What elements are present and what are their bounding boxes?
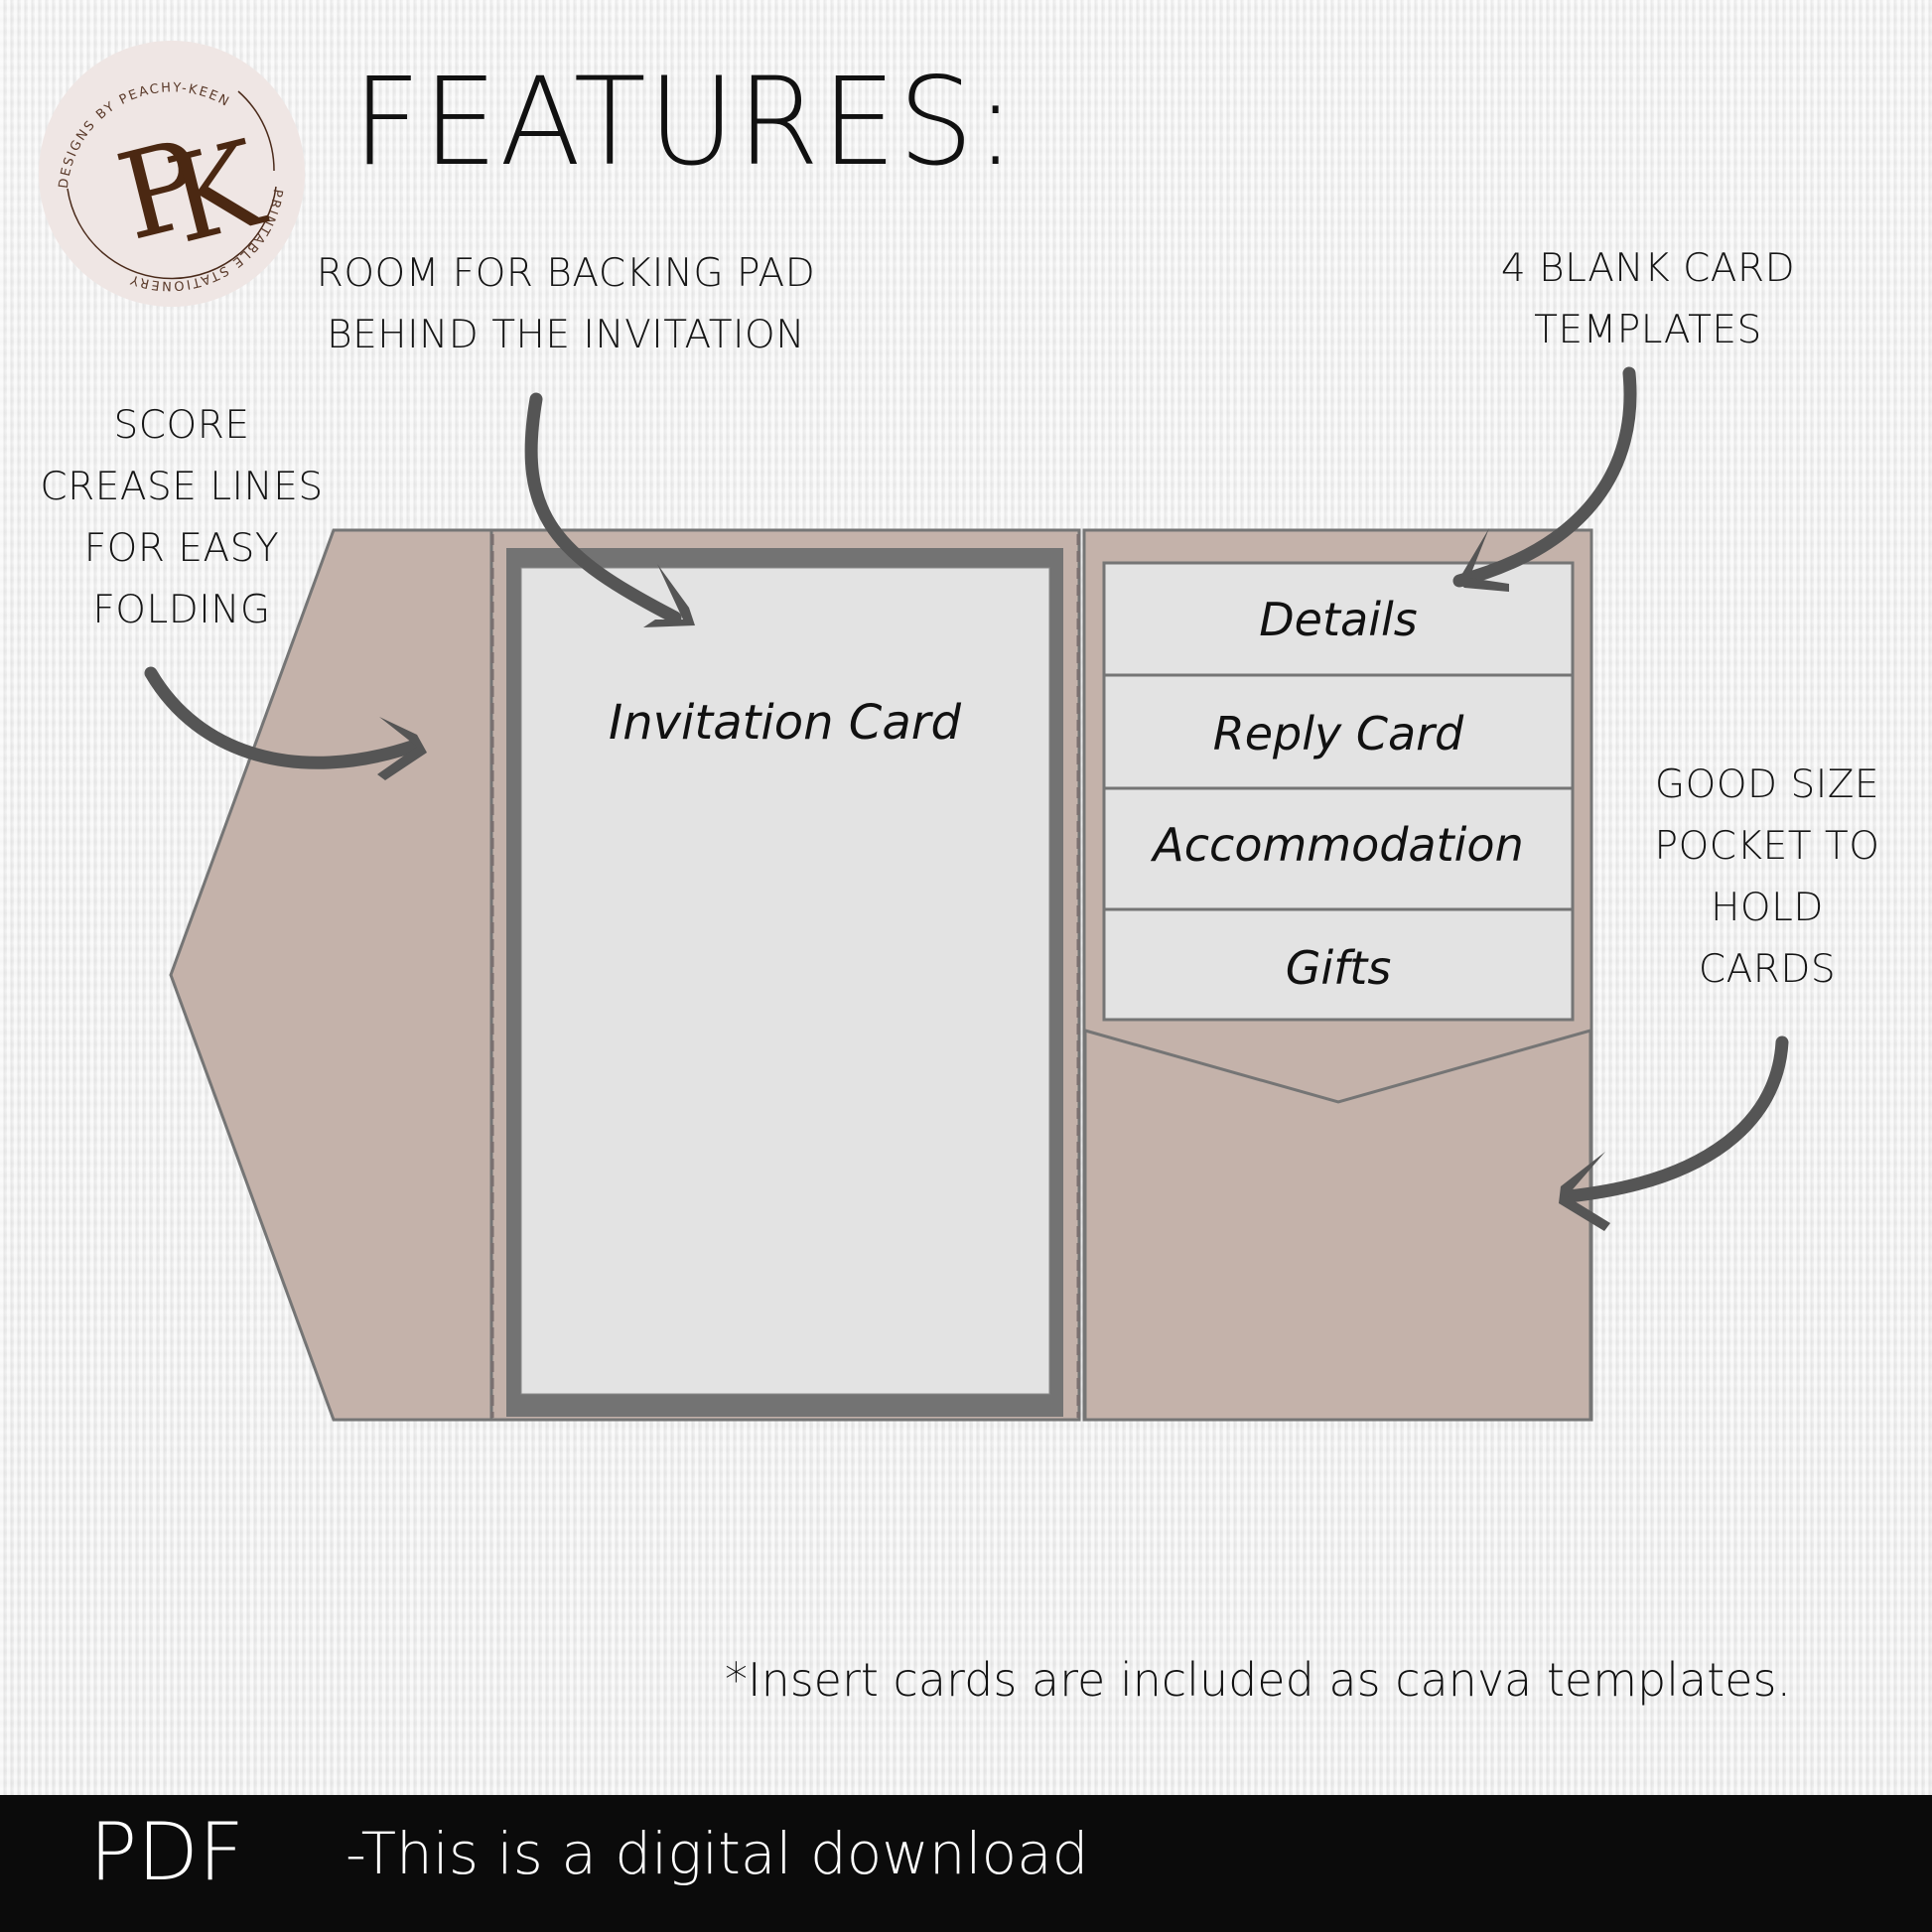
insert-card-label: Details xyxy=(1259,593,1418,646)
annotation-line: 4 BLANK CARD xyxy=(1500,246,1796,291)
annotation-line: CARDS xyxy=(1698,947,1837,992)
annotation-backing-pad: ROOM FOR BACKING PAD BEHIND THE INVITATI… xyxy=(278,243,854,366)
insert-card-stack xyxy=(1102,561,1575,1022)
insert-card-label: Accommodation xyxy=(1153,818,1524,872)
arrowhead-icon xyxy=(1457,528,1509,592)
card-pocket xyxy=(1083,1029,1592,1422)
annotation-line: FOLDING xyxy=(92,588,271,632)
annotation-line: BEHIND THE INVITATION xyxy=(327,313,805,357)
insert-card-label: Gifts xyxy=(1285,941,1392,995)
page-title: FEATURES: xyxy=(352,52,1018,193)
invitation-card-label: Invitation Card xyxy=(609,695,961,751)
brand-logo: DESIGNS BY PEACHY-KEEN PRINTABLE STATION… xyxy=(38,40,306,308)
invitation-card xyxy=(520,567,1050,1395)
left-flap xyxy=(169,528,493,1422)
annotation-line: FOR EASY xyxy=(83,526,280,571)
annotation-line: TEMPLATES xyxy=(1534,308,1762,352)
file-format-label: PDF xyxy=(89,1806,244,1898)
annotation-pocket: GOOD SIZE POCKET TO HOLD CARDS xyxy=(1618,755,1916,1001)
footnote: *Insert cards are included as canva temp… xyxy=(725,1653,1792,1707)
arrow-blank-templates-icon xyxy=(1452,366,1637,588)
annotation-line: GOOD SIZE xyxy=(1654,762,1880,807)
annotation-line: ROOM FOR BACKING PAD xyxy=(316,251,816,296)
annotation-score-lines: SCORE CREASE LINES FOR EASY FOLDING xyxy=(0,395,363,641)
digital-download-note: -This is a digital download xyxy=(345,1820,1089,1887)
annotation-line: HOLD xyxy=(1711,886,1824,930)
arrow-backing-pad-icon xyxy=(524,392,682,624)
arrowhead-icon xyxy=(377,717,427,780)
insert-card-label: Reply Card xyxy=(1212,707,1464,760)
arrowhead-icon xyxy=(1559,1152,1610,1231)
annotation-line: SCORE xyxy=(113,403,250,448)
annotation-blank-templates: 4 BLANK CARD TEMPLATES xyxy=(1430,238,1866,361)
arrowhead-icon xyxy=(643,564,695,627)
arrows xyxy=(144,366,1789,1203)
annotation-line: CREASE LINES xyxy=(40,465,324,509)
arrow-heads xyxy=(377,528,1610,1231)
annotation-line: POCKET TO xyxy=(1654,824,1880,869)
logo-badge-icon: DESIGNS BY PEACHY-KEEN PRINTABLE STATION… xyxy=(39,41,305,307)
arrow-score-lines-icon xyxy=(144,666,419,769)
arrow-pocket-icon xyxy=(1562,1035,1789,1203)
bottom-bar xyxy=(0,1795,1932,1932)
